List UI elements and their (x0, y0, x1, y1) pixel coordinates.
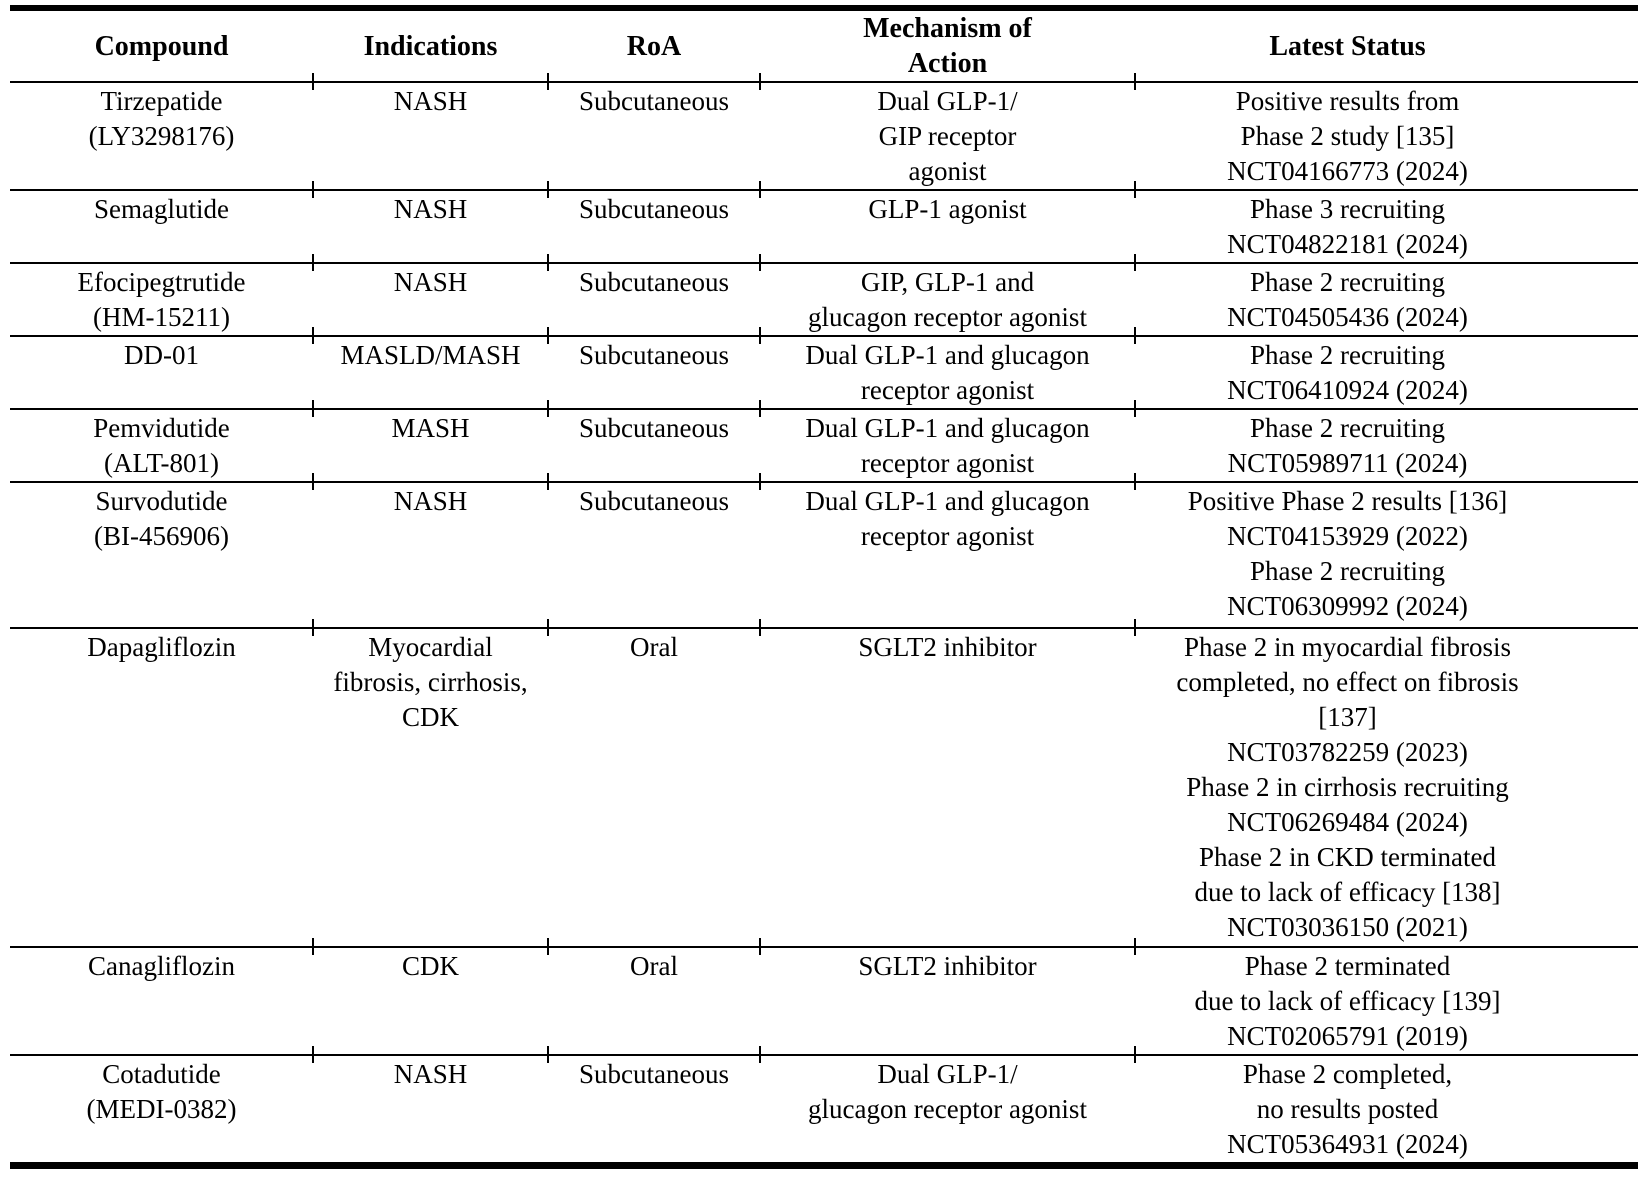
compound-cell: Dapagliflozin (87, 632, 236, 662)
status-cell: Positive Phase 2 results [136] NCT041539… (1134, 482, 1638, 635)
mechanism-cell: GIP, GLP-1 and glucagon receptor agonist (759, 263, 1135, 343)
mechanism-cell: SGLT2 inhibitor (759, 628, 1135, 954)
column-header-indications: Indications (312, 8, 548, 87)
header-row: Compound Indications RoA Mechanism of Ac… (10, 8, 1638, 87)
mechanism-cell: Dual GLP-1 and glucagon receptor agonist (759, 482, 1135, 635)
compound-cell: Efocipegtrutide (HM-15211) (77, 267, 246, 332)
table-row: DD-01 MASLD/MASH Subcutaneous Dual GLP-1… (10, 336, 1638, 416)
indications-cell: Myocardial fibrosis, cirrhosis, CDK (312, 628, 548, 954)
table-row: Canagliflozin CDK Oral SGLT2 inhibitor P… (10, 947, 1638, 1062)
compound-cell: Semaglutide (94, 194, 229, 224)
table-row: Tirzepatide (LY3298176) NASH Subcutaneou… (10, 82, 1638, 197)
compound-cell: Pemvidutide (ALT-801) (93, 413, 230, 478)
table-row: Semaglutide NASH Subcutaneous GLP-1 agon… (10, 190, 1638, 270)
status-cell: Phase 2 in myocardial fibrosis completed… (1134, 628, 1638, 954)
roa-cell: Subcutaneous (547, 263, 760, 343)
indications-cell: MASLD/MASH (312, 336, 548, 416)
roa-cell: Subcutaneous (547, 336, 760, 416)
compound-cell: Survodutide (BI-456906) (94, 486, 229, 551)
indications-cell: MASH (312, 409, 548, 489)
roa-cell: Subcutaneous (547, 409, 760, 489)
column-header-mechanism: Mechanism of Action (759, 8, 1135, 87)
status-cell: Positive results from Phase 2 study [135… (1134, 82, 1638, 197)
indications-cell: NASH (393, 1059, 468, 1089)
status-cell: Phase 2 terminated due to lack of effica… (1134, 947, 1638, 1062)
table-row: Survodutide (BI-456906) NASH Subcutaneou… (10, 482, 1638, 635)
table-row: Dapagliflozin Myocardial fibrosis, cirrh… (10, 628, 1638, 954)
roa-cell: Subcutaneous (547, 482, 760, 635)
mechanism-cell: GLP-1 agonist (759, 190, 1135, 270)
status-cell: Phase 2 completed, no results posted NCT… (1227, 1059, 1468, 1159)
table-row: Pemvidutide (ALT-801) MASH Subcutaneous … (10, 409, 1638, 489)
roa-cell: Oral (547, 947, 760, 1062)
mechanism-cell: SGLT2 inhibitor (759, 947, 1135, 1062)
column-header-compound: Compound (94, 30, 229, 62)
roa-cell: Subcutaneous (547, 82, 760, 197)
roa-cell: Oral (547, 628, 760, 954)
compound-cell: Canagliflozin (88, 951, 235, 981)
status-cell: Phase 2 recruiting NCT05989711 (2024) (1134, 409, 1638, 489)
table-row: Cotadutide (MEDI-0382) NASH Subcutaneous… (10, 1055, 1638, 1166)
table-header: Compound Indications RoA Mechanism of Ac… (10, 8, 1638, 87)
mechanism-cell: Dual GLP-1 and glucagon receptor agonist (759, 336, 1135, 416)
indications-cell: NASH (312, 263, 548, 343)
clinical-trials-table: Compound Indications RoA Mechanism of Ac… (10, 5, 1638, 1169)
indications-cell: NASH (312, 82, 548, 197)
compound-cell: DD-01 (124, 340, 199, 370)
column-header-status: Latest Status (1134, 8, 1638, 87)
roa-cell: Subcutaneous (579, 1059, 729, 1089)
compound-cell: Tirzepatide (LY3298176) (88, 86, 235, 151)
table-body: Tirzepatide (LY3298176) NASH Subcutaneou… (10, 82, 1638, 1166)
indications-cell: CDK (312, 947, 548, 1062)
status-cell: Phase 2 recruiting NCT06410924 (2024) (1134, 336, 1638, 416)
mechanism-cell: Dual GLP-1/ GIP receptor agonist (759, 82, 1135, 197)
mechanism-cell: Dual GLP-1/ glucagon receptor agonist (808, 1059, 1087, 1124)
status-cell: Phase 3 recruiting NCT04822181 (2024) (1134, 190, 1638, 270)
column-header-roa: RoA (547, 8, 760, 87)
roa-cell: Subcutaneous (547, 190, 760, 270)
table-row: Efocipegtrutide (HM-15211) NASH Subcutan… (10, 263, 1638, 343)
status-cell: Phase 2 recruiting NCT04505436 (2024) (1134, 263, 1638, 343)
compound-cell: Cotadutide (MEDI-0382) (86, 1059, 237, 1124)
indications-cell: NASH (312, 190, 548, 270)
mechanism-cell: Dual GLP-1 and glucagon receptor agonist (759, 409, 1135, 489)
indications-cell: NASH (312, 482, 548, 635)
